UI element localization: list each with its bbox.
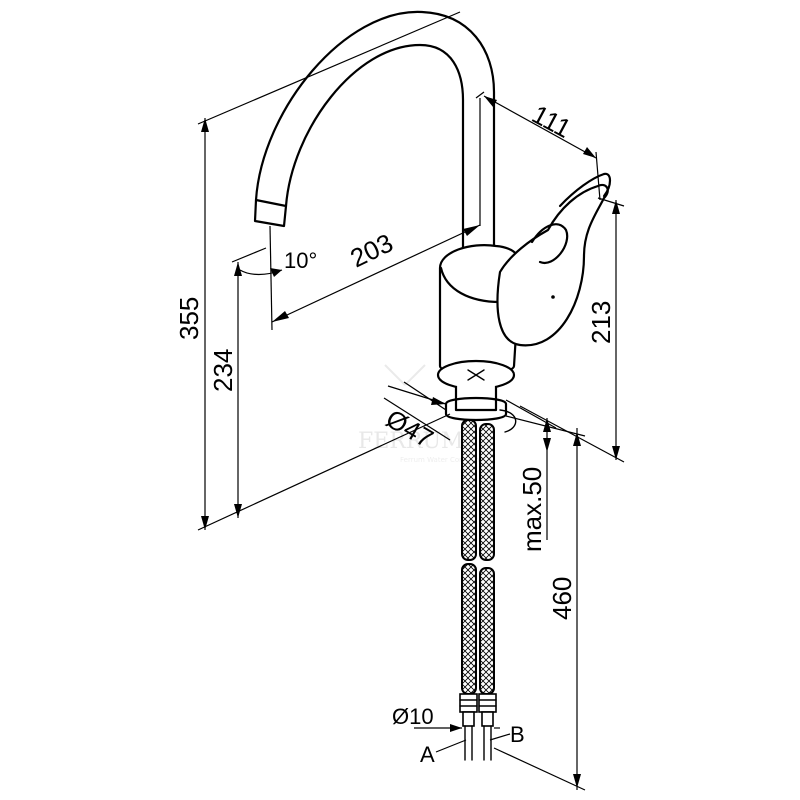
hose-b-upper <box>479 423 495 561</box>
fixing-nut <box>444 396 508 422</box>
dim-spout-reach: 111 <box>527 99 576 144</box>
dim-hose-length: 460 <box>547 577 577 620</box>
center-mark <box>467 369 485 381</box>
faucet <box>253 10 612 761</box>
body-top <box>439 266 502 304</box>
dim-total-height: 355 <box>174 297 204 340</box>
lever-dot <box>551 295 555 299</box>
hose-fittings <box>459 693 497 761</box>
dim-handle-height: 213 <box>586 301 616 344</box>
dimension-lines <box>197 11 625 791</box>
dim-spout-angle: 10° <box>284 248 317 273</box>
dim-spout-height: 234 <box>208 349 238 392</box>
dim-max-thickness: max.50 <box>517 467 547 552</box>
lever-handle <box>496 183 609 347</box>
nut-arc <box>499 409 517 433</box>
lever-tip <box>558 172 612 208</box>
connection-b-label: B <box>510 722 525 747</box>
lever-face <box>530 223 569 265</box>
watermark-logo: FERRUM Ferrum Water Company <box>358 364 483 464</box>
hose-a-lower <box>461 563 477 695</box>
hose-a-upper <box>461 419 477 561</box>
dim-hose-diameter: Ø10 <box>392 704 434 729</box>
watermark-tagline: Ferrum Water Company <box>400 456 483 464</box>
hose-b-lower <box>479 567 495 695</box>
connection-a-label: A <box>420 742 435 767</box>
dimension-labels: 111 10° 203 355 234 213 Ø47 max.50 460 Ø… <box>174 99 616 767</box>
watermark-brand: FERRUM <box>358 429 464 454</box>
spout-inner <box>284 43 465 252</box>
spout-outer <box>254 10 496 250</box>
spout-outlet <box>253 198 288 228</box>
